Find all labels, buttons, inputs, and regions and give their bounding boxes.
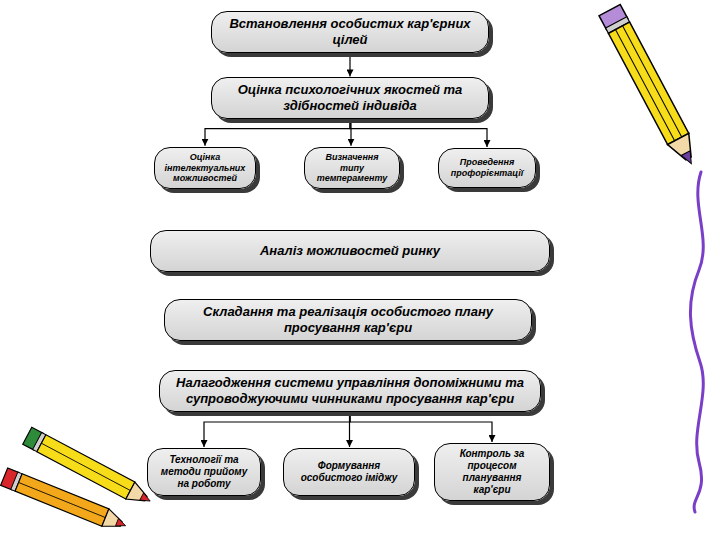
wavy-line [690, 172, 703, 512]
connector-arrow [204, 412, 350, 447]
process-box: Визначення типу темпераменту [304, 147, 400, 189]
box-label: Оцінка психологічних якостей та здібност… [221, 82, 479, 113]
box-label: Технології та методи прийому на роботу [157, 454, 251, 490]
box-label: Проведення профорієнтації [448, 157, 526, 179]
connector-arrow [205, 119, 350, 146]
box-label: Аналіз можливостей ринку [260, 243, 440, 259]
connector-arrow [350, 119, 487, 147]
process-box: Формування особистого іміджу [283, 448, 415, 496]
process-box: Встановлення особистих кар'єрних цілей [211, 11, 489, 52]
connector-arrow [349, 53, 350, 77]
box-label: Оцінка інтелектуальних можливостей [164, 152, 246, 184]
process-box: Складання та реалізація особистого плану… [164, 299, 532, 340]
box-label: Складання та реалізація особистого плану… [174, 304, 522, 335]
pencil-illustration [599, 4, 702, 169]
process-box: Контроль за процесом планування кар'єри [434, 443, 550, 501]
box-label: Встановлення особистих кар'єрних цілей [221, 16, 479, 47]
connector-arrow [350, 412, 492, 442]
process-box: Проведення профорієнтації [438, 148, 536, 188]
box-label: Визначення типу темпераменту [314, 152, 390, 184]
process-box: Оцінка психологічних якостей та здібност… [211, 77, 489, 118]
process-box: Аналіз можливостей ринку [150, 230, 550, 272]
box-label: Формування особистого іміджу [293, 460, 405, 484]
box-label: Контроль за процесом планування кар'єри [444, 448, 540, 496]
process-box: Налагодження системи управління допоміжн… [159, 370, 541, 412]
process-box: Оцінка інтелектуальних можливостей [154, 147, 256, 189]
process-box: Технології та методи прийому на роботу [147, 448, 261, 496]
pencil-illustration [1, 468, 130, 534]
box-label: Налагодження системи управління допоміжн… [169, 375, 531, 406]
